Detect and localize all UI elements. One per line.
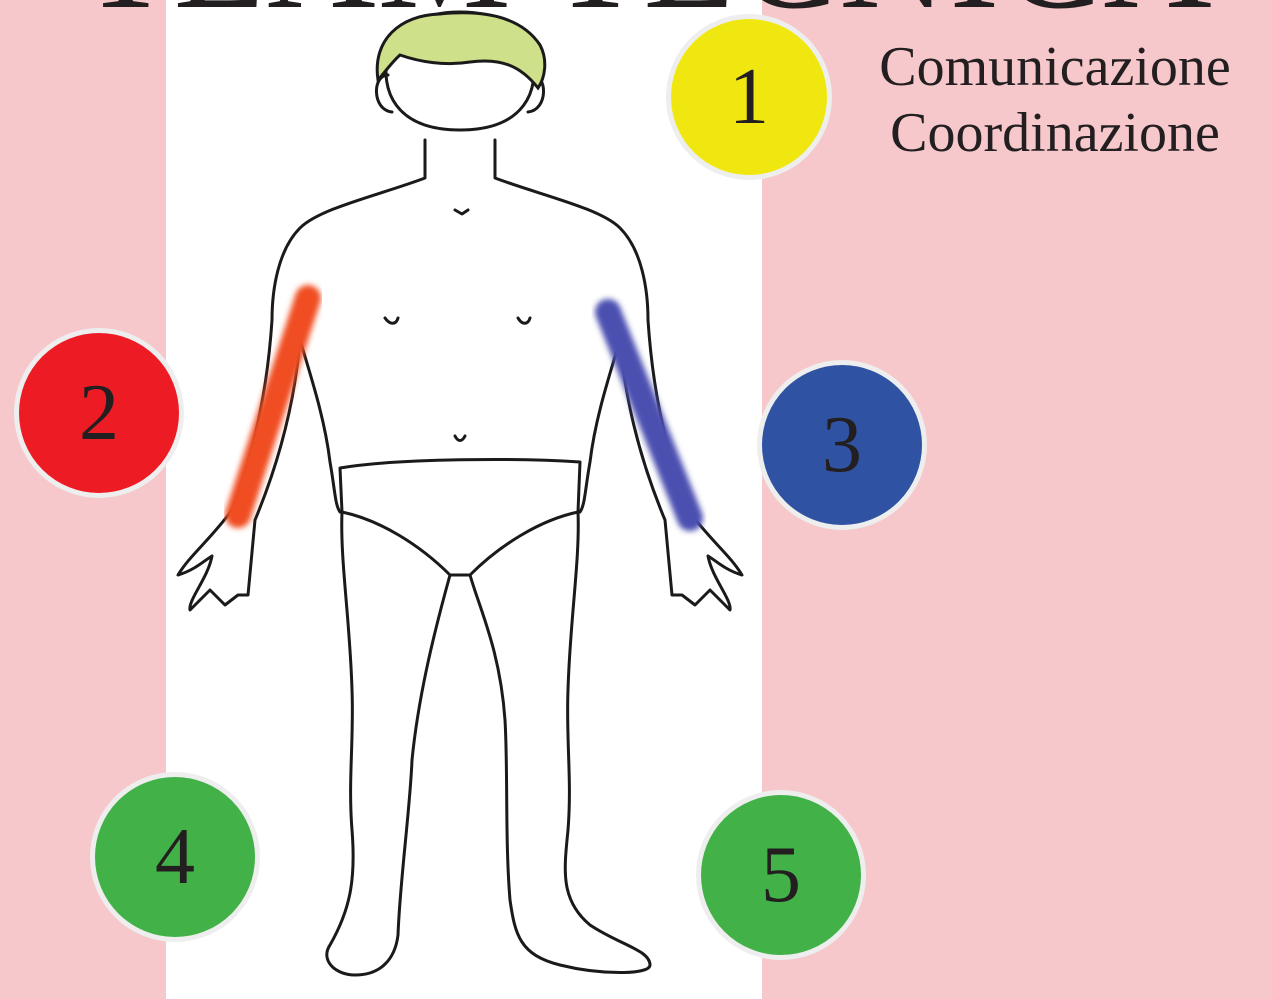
badge-3: 3 [757, 360, 927, 530]
badge-1-caption: Comunicazione Coordinazione [850, 34, 1260, 166]
badge-5-number: 5 [761, 835, 801, 915]
badge-4-number: 4 [155, 817, 195, 897]
badge-4: 4 [90, 772, 260, 942]
badge-1-number: 1 [729, 57, 769, 137]
caption-line-1: Comunicazione [850, 34, 1260, 100]
badge-2: 2 [14, 328, 184, 498]
badge-3-number: 3 [822, 405, 862, 485]
caption-line-2: Coordinazione [850, 100, 1260, 166]
badge-2-number: 2 [79, 373, 119, 453]
badge-1: 1 [666, 14, 832, 180]
right-arm-mark [238, 298, 308, 515]
badge-5: 5 [696, 790, 866, 960]
